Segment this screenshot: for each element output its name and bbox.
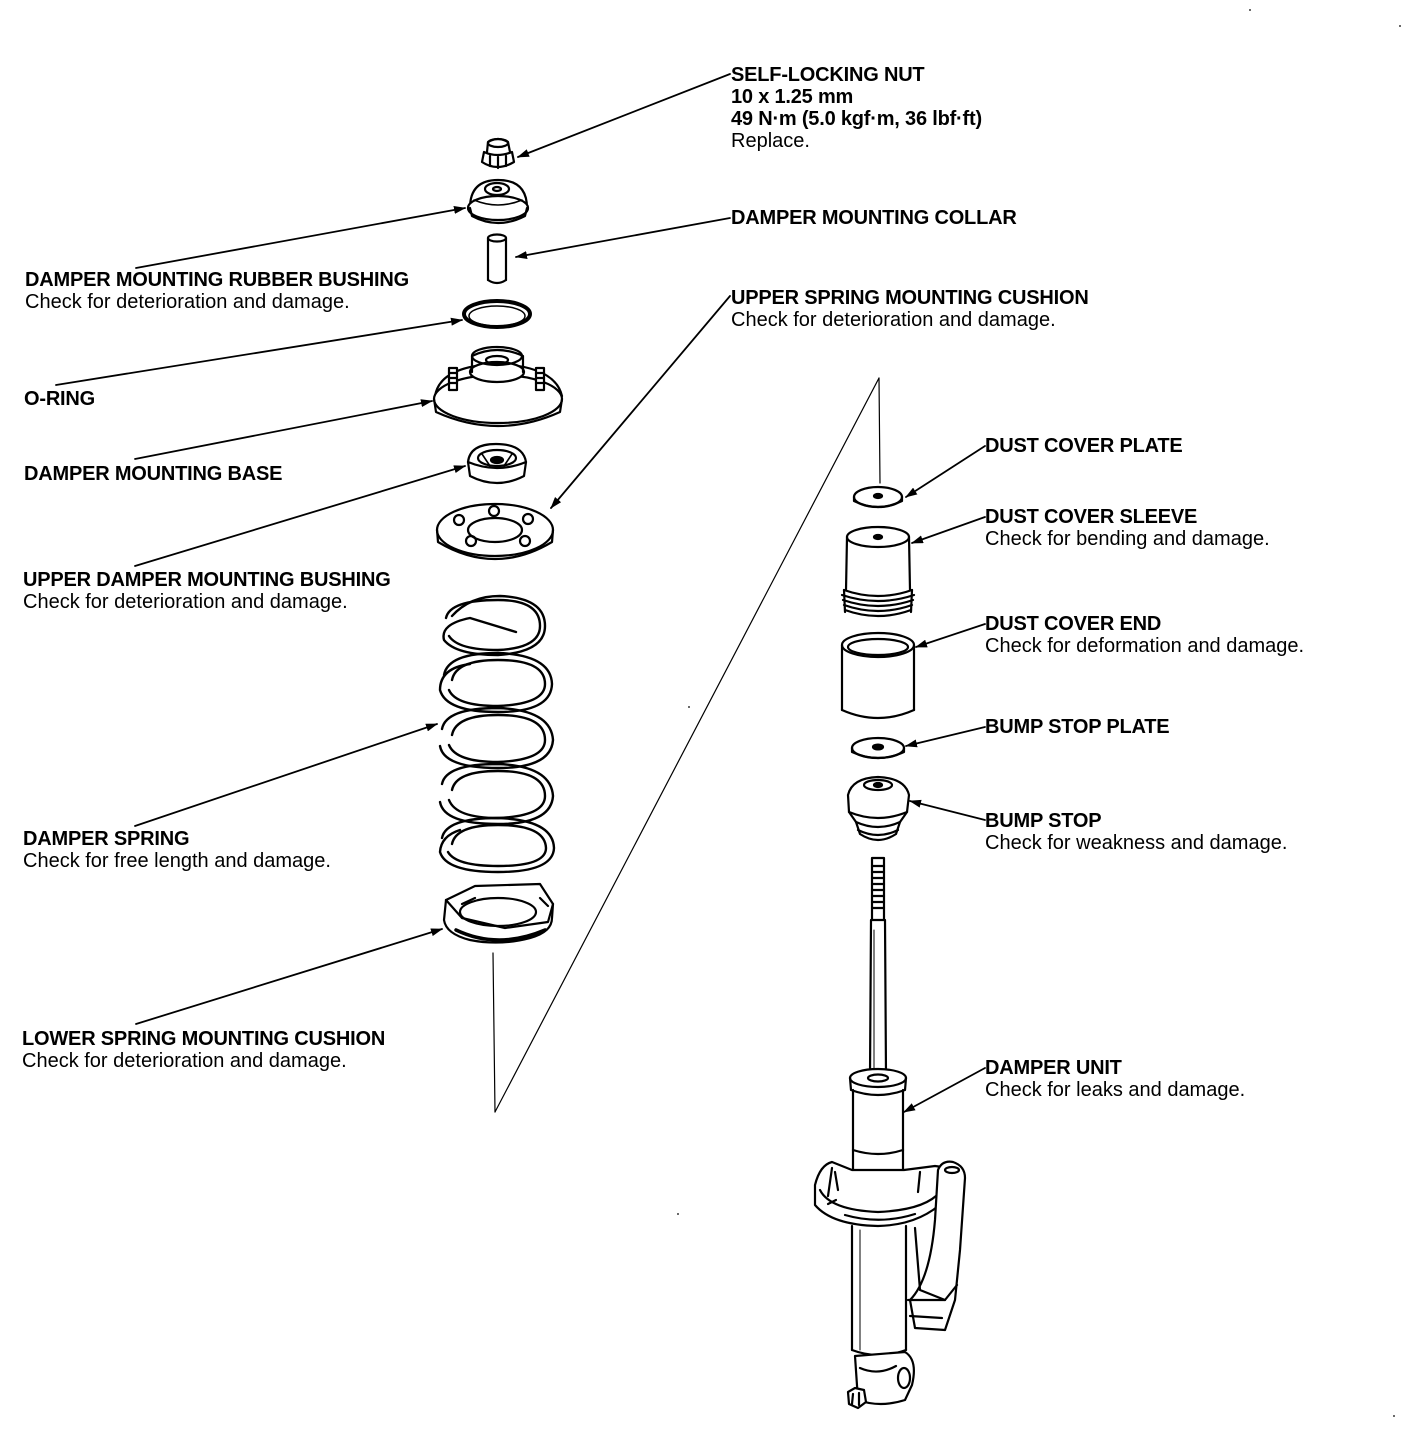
lower-spring-mounting-cushion-title: LOWER SPRING MOUNTING CUSHION [22,1028,386,1050]
callout-damper-mounting-rubber-bushing: DAMPER MOUNTING RUBBER BUSHING Check for… [25,269,409,313]
o-ring-part [462,299,532,329]
o-ring-title: O-RING [24,388,96,410]
leader-bump-stop [909,799,986,821]
callout-dust-cover-plate: DUST COVER PLATE [985,435,1183,457]
leader-damper-unit [903,1067,986,1113]
dust-cover-end-note: Check for deformation and damage. [985,635,1305,657]
bump-stop-part [846,775,911,842]
leader-dust-cover-sleeve [911,516,986,544]
dust-cover-sleeve-part [840,525,916,618]
dust-cover-end-title: DUST COVER END [985,613,1162,635]
callout-damper-unit: DAMPER UNIT Check for leaks and damage. [985,1057,1245,1101]
upper-spring-mounting-cushion-title: UPPER SPRING MOUNTING CUSHION [731,287,1089,309]
callout-upper-damper-mounting-bushing: UPPER DAMPER MOUNTING BUSHING Check for … [23,569,391,613]
bump-stop-note: Check for weakness and damage. [985,832,1288,854]
dust-cover-sleeve-title: DUST COVER SLEEVE [985,506,1198,528]
lower-spring-mounting-cushion-part [442,882,555,944]
damper-mounting-collar-title: DAMPER MOUNTING COLLAR [731,207,1017,229]
leader-upper-damper-bushing [134,465,466,567]
dust-cover-sleeve-note: Check for bending and damage. [985,528,1270,550]
self-locking-nut-thread-spec: 10 x 1.25 mm [731,86,854,108]
callout-upper-spring-mounting-cushion: UPPER SPRING MOUNTING CUSHION Check for … [731,287,1089,331]
leader-lower-spring-cushion [135,928,443,1025]
dust-cover-end-part [840,631,916,720]
upper-spring-mounting-cushion-part [435,502,555,561]
damper-mounting-base-title: DAMPER MOUNTING BASE [24,463,283,485]
damper-spring-title: DAMPER SPRING [23,828,190,850]
bump-stop-title: BUMP STOP [985,810,1102,832]
callout-dust-cover-sleeve: DUST COVER SLEEVE Check for bending and … [985,506,1270,550]
callout-o-ring: O-RING [24,388,95,410]
self-locking-nut-part [480,137,516,170]
leader-collar [515,217,731,259]
upper-damper-mounting-bushing-note: Check for deterioration and damage. [23,591,348,613]
leader-dust-cover-end [915,623,986,648]
upper-damper-mounting-bushing-part [466,442,528,485]
damper-unit-note: Check for leaks and damage. [985,1079,1246,1101]
lower-spring-mounting-cushion-note: Check for deterioration and damage. [22,1050,347,1072]
self-locking-nut-note: Replace. [731,130,810,152]
damper-mounting-rubber-bushing-title: DAMPER MOUNTING RUBBER BUSHING [25,269,410,291]
upper-spring-mounting-cushion-note: Check for deterioration and damage. [731,309,1056,331]
leader-o-ring [55,317,463,386]
bump-stop-plate-title: BUMP STOP PLATE [985,716,1170,738]
callout-bump-stop: BUMP STOP Check for weakness and damage. [985,810,1287,854]
leader-mounting-base [134,399,433,460]
assembly-guide-lines [492,377,881,1113]
callout-bump-stop-plate: BUMP STOP PLATE [985,716,1170,738]
callout-dust-cover-end: DUST COVER END Check for deformation and… [985,613,1304,657]
upper-damper-mounting-bushing-title: UPPER DAMPER MOUNTING BUSHING [23,569,391,591]
scan-specks [677,9,1401,1417]
damper-mounting-base-part [432,345,564,428]
damper-mounting-rubber-bushing-note: Check for deterioration and damage. [25,291,350,313]
leader-lines [55,73,986,1113]
damper-unit-title: DAMPER UNIT [985,1057,1122,1079]
leader-dust-cover-plate [905,445,986,498]
leader-upper-spring-cushion [550,295,731,509]
callout-damper-spring: DAMPER SPRING Check for free length and … [23,828,331,872]
damper-mounting-rubber-bushing-part [466,178,530,225]
damper-spring-part [438,594,556,874]
bump-stop-plate-part [850,736,906,760]
dust-cover-plate-title: DUST COVER PLATE [985,435,1183,457]
damper-mounting-collar-part [486,233,508,285]
leader-rubber-bushing [135,206,466,269]
leader-bump-stop-plate [905,726,986,748]
callout-self-locking-nut: SELF-LOCKING NUT 10 x 1.25 mm 49 N·m (5.… [731,64,982,152]
self-locking-nut-title: SELF-LOCKING NUT [731,64,925,86]
damper-spring-note: Check for free length and damage. [23,850,331,872]
self-locking-nut-torque-spec: 49 N·m (5.0 kgf·m, 36 lbf·ft) [731,108,982,130]
callout-damper-mounting-collar: DAMPER MOUNTING COLLAR [731,207,1017,229]
leader-self-locking-nut [517,73,731,158]
callout-damper-mounting-base: DAMPER MOUNTING BASE [24,463,282,485]
dust-cover-plate-part [852,485,904,509]
callout-lower-spring-mounting-cushion: LOWER SPRING MOUNTING CUSHION Check for … [22,1028,385,1072]
damper-unit-part [813,856,967,1410]
leader-damper-spring [134,723,438,827]
